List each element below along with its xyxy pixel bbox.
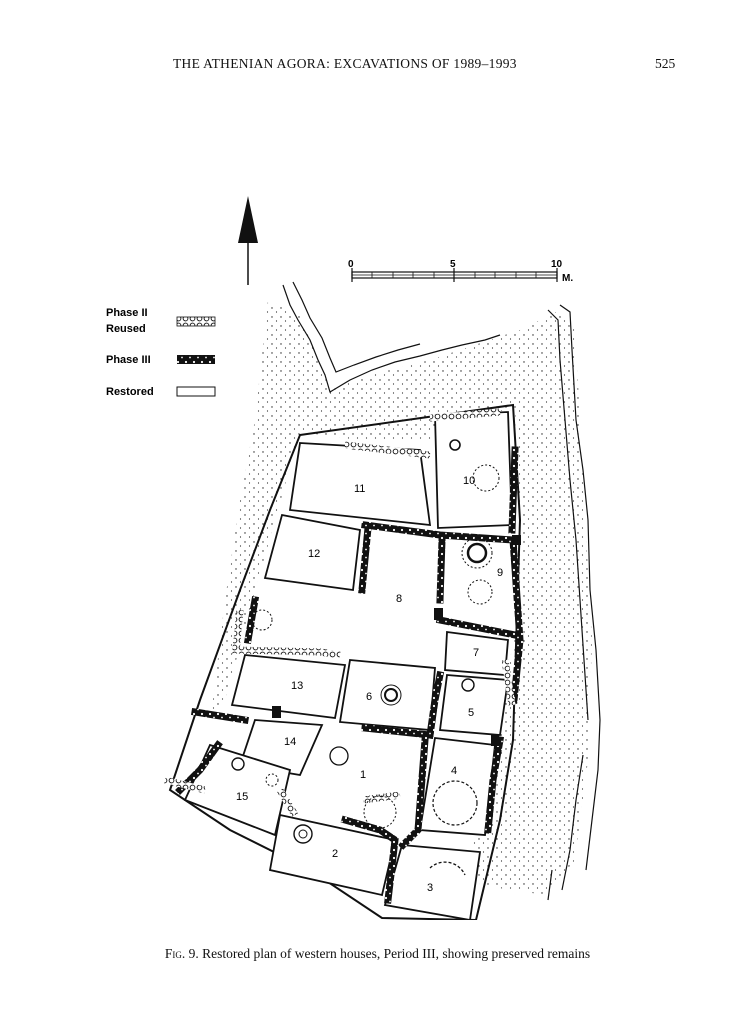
figure-caption-label: Fig. 9. <box>164 946 199 961</box>
room-6-area <box>338 659 436 731</box>
outer-boundary <box>168 403 522 920</box>
legend: Phase II Reused Phase III Restored <box>106 307 216 398</box>
well-room-9 <box>466 542 488 564</box>
figure-caption: Fig. 9. Restored plan of western houses,… <box>0 946 755 962</box>
scale-tick-5: 5 <box>450 259 456 270</box>
room-label-9: 9 <box>497 567 503 579</box>
room-label-11: 11 <box>354 483 365 495</box>
legend-phase3-swatch <box>177 355 215 364</box>
page-number: 525 <box>655 56 676 71</box>
legend-phase2-line2: Reused <box>106 323 146 335</box>
room-label-13: 13 <box>291 680 303 692</box>
room-label-8: 8 <box>396 593 402 605</box>
figure-plan: 0 5 10 M. Phase II Reused Phase III Rest… <box>0 180 755 920</box>
room-15-area <box>183 743 292 837</box>
phase2-reused-walls <box>164 408 516 817</box>
north-arrow-icon <box>238 196 258 285</box>
rooms <box>183 411 513 920</box>
circular-features <box>231 439 500 876</box>
legend-phase3: Phase III <box>106 354 151 366</box>
room-label-14: 14 <box>284 736 296 748</box>
room-label-6: 6 <box>366 691 372 703</box>
room-4-area <box>418 737 496 836</box>
legend-reused-swatch <box>176 316 216 327</box>
room-label-5: 5 <box>468 707 474 719</box>
phase3-walls <box>175 446 524 904</box>
room-label-2: 2 <box>332 848 338 860</box>
plan-drawing: 0 5 10 M. Phase II Reused Phase III Rest… <box>106 196 601 920</box>
street-lines <box>282 281 601 901</box>
legend-restored-swatch <box>176 386 216 397</box>
figure-caption-text: Restored plan of western houses, Period … <box>198 946 591 961</box>
room-10-area <box>434 411 513 529</box>
scale-tick-10: 10 <box>551 259 563 270</box>
room-13-area <box>230 654 347 719</box>
scale-bar: 0 5 10 M. <box>348 259 573 284</box>
scale-unit: M. <box>562 273 573 284</box>
legend-restored: Restored <box>106 386 154 398</box>
room-label-15: 15 <box>236 791 248 803</box>
room-12-area <box>263 513 361 592</box>
scale-tick-0: 0 <box>348 259 354 270</box>
legend-phase2-line1: Phase II <box>106 307 148 319</box>
running-head: THE ATHENIAN AGORA: EXCAVATIONS OF 1989–… <box>0 56 755 76</box>
room-5-area <box>438 674 510 736</box>
running-title: THE ATHENIAN AGORA: EXCAVATIONS OF 1989–… <box>173 56 517 71</box>
room-label-10: 10 <box>463 475 475 487</box>
room-label-7: 7 <box>473 647 479 659</box>
room-label-12: 12 <box>308 548 320 560</box>
room-label-4: 4 <box>451 765 457 777</box>
wall-blocks <box>272 535 521 746</box>
well-room-6 <box>384 688 398 702</box>
room-labels: 11 12 10 9 8 7 13 6 5 14 4 1 15 2 3 <box>236 475 503 894</box>
room-label-3: 3 <box>427 882 433 894</box>
room-2-area <box>268 813 397 897</box>
room-label-1: 1 <box>360 769 366 781</box>
